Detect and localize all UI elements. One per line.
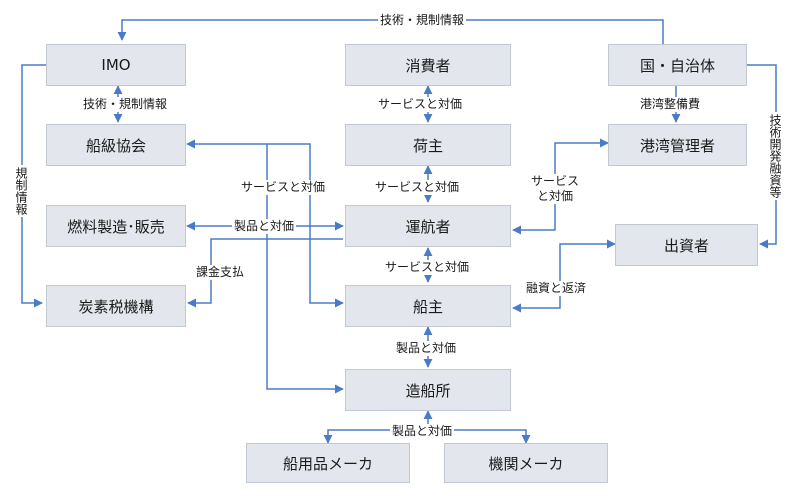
label-port-cost: 港湾整備費 <box>638 97 703 112</box>
label-top-info: 技術・規制情報 <box>378 13 467 28</box>
node-operator: 運航者 <box>345 205 511 247</box>
node-engine-maker: 機関メーカ <box>444 443 608 483</box>
edge-yard-engine <box>428 429 531 444</box>
edge-yard-suppliers <box>323 410 433 444</box>
node-consumer: 消費者 <box>345 44 511 86</box>
node-fuel-producer: 燃料製造･販売 <box>46 205 186 247</box>
edge-class-owner <box>186 139 344 308</box>
label-service-consumer: サービスと対価 <box>376 97 465 112</box>
label-service-port: サービス と対価 <box>526 174 584 204</box>
node-shipper: 荷主 <box>345 124 511 166</box>
node-state: 国・自治体 <box>608 44 747 86</box>
label-product-yard: 製品と対価 <box>394 341 459 356</box>
label-service-shipper: サービスと対価 <box>373 180 462 195</box>
node-imo: IMO <box>46 44 186 86</box>
label-regulation-info: 規制情報 <box>14 165 28 217</box>
edge-owner-investor <box>512 239 616 313</box>
label-service-class: サービスと対価 <box>239 180 328 195</box>
label-loan: 融資と返済 <box>524 281 589 296</box>
node-equipment-maker: 船用品メーカ <box>246 443 410 483</box>
node-port-administrator: 港湾管理者 <box>608 124 747 166</box>
label-imo-class-info: 技術・規制情報 <box>81 97 170 112</box>
label-tech-dev-fund: 技術開発融資等 <box>768 112 782 200</box>
label-levy: 課金支払 <box>194 265 247 280</box>
label-product-fuel: 製品と対価 <box>232 219 297 234</box>
label-service-owner: サービスと対価 <box>383 260 472 275</box>
node-classification-society: 船級協会 <box>46 124 186 166</box>
node-carbon-tax-organization: 炭素税機構 <box>46 285 186 327</box>
node-shipowner: 船主 <box>345 285 511 327</box>
node-investor: 出資者 <box>615 224 758 266</box>
label-product-suppliers: 製品と対価 <box>390 424 455 439</box>
node-shipyard: 造船所 <box>345 369 511 411</box>
